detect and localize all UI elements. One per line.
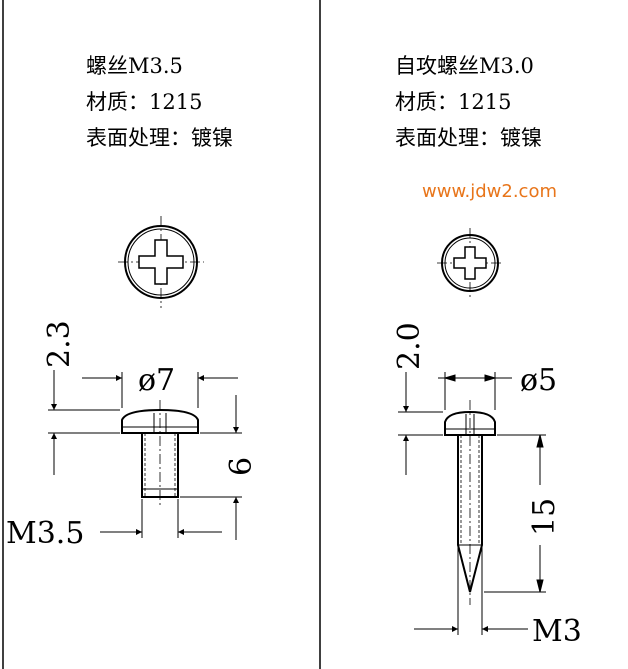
right-spec-name: 自攻螺丝M3.0 xyxy=(395,54,534,78)
left-dimensions xyxy=(48,370,242,540)
watermark-url: www.jdw2.com xyxy=(422,181,557,202)
right-dim-head-height: 2.0 xyxy=(392,322,427,370)
right-dim-thread: M3 xyxy=(532,614,582,649)
right-spec-block: 自攻螺丝M3.0 材质：1215 表面处理：镀镍 xyxy=(395,48,542,156)
left-spec-block: 螺丝M3.5 材质：1215 表面处理：镀镍 xyxy=(86,48,233,156)
left-screw-side-view xyxy=(121,400,199,505)
left-spec-name: 螺丝M3.5 xyxy=(86,54,183,78)
left-spec-material: 材质：1215 xyxy=(86,90,203,114)
left-dim-head-height: 2.3 xyxy=(42,320,77,368)
left-screw-top-view xyxy=(118,216,204,308)
right-spec-finish: 表面处理：镀镍 xyxy=(395,126,542,150)
right-spec-material: 材质：1215 xyxy=(395,90,512,114)
right-dim-head-diameter: ø5 xyxy=(520,363,557,398)
right-dim-shank-length: 15 xyxy=(527,498,562,536)
left-dim-head-diameter: ø7 xyxy=(138,363,175,398)
right-dimensions xyxy=(398,372,546,635)
left-dim-thread: M3.5 xyxy=(6,516,84,551)
right-screw-top-view xyxy=(437,228,503,298)
right-screw-side-view xyxy=(444,400,496,605)
left-spec-finish: 表面处理：镀镍 xyxy=(86,126,233,150)
left-dim-shank-length: 6 xyxy=(224,457,259,476)
